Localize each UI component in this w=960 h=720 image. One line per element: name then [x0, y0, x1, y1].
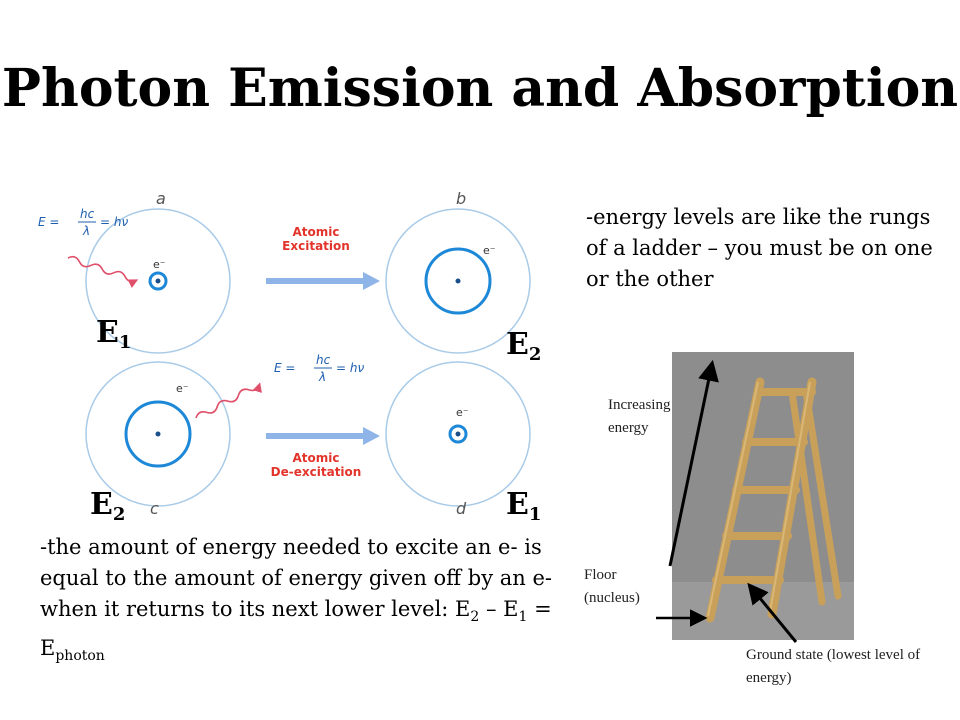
- electron-label: e⁻: [483, 244, 496, 257]
- electron-label: e⁻: [153, 258, 166, 271]
- nucleus: [155, 431, 161, 437]
- panel-d: d e⁻: [385, 361, 531, 518]
- photon-formula: E = hc λ = hν: [274, 353, 364, 384]
- excitation-line1: Atomic: [293, 225, 340, 239]
- nucleus: [155, 278, 161, 284]
- panel-c: c e⁻ E = hc λ = hν: [85, 353, 364, 518]
- formula-lhs: E =: [38, 215, 59, 229]
- electron-label: e⁻: [176, 382, 189, 395]
- nucleus: [455, 431, 461, 437]
- ladder-arrows: [656, 359, 798, 643]
- formula-rhs: = hν: [100, 215, 128, 229]
- ladder-highlights: [707, 381, 811, 617]
- panel-letter-b: b: [456, 189, 466, 208]
- atomic-transition-diagram: a e⁻ E = hc λ = hν Atomic Excitation b e…: [38, 189, 531, 518]
- panel-b: b e⁻: [385, 189, 531, 354]
- nucleus: [455, 278, 461, 284]
- formula-num: hc: [80, 207, 95, 221]
- electron-label: e⁻: [456, 406, 469, 419]
- panel-a: a e⁻ E = hc λ = hν: [38, 189, 231, 354]
- excitation-line2: Excitation: [282, 239, 350, 253]
- energy-label-bottom-left: E2: [90, 487, 126, 526]
- increasing-energy-arrow: [668, 359, 719, 567]
- deexcitation-arrow: Atomic De-excitation: [266, 427, 380, 479]
- formula-den: λ: [318, 370, 326, 384]
- formula-num: hc: [316, 353, 331, 367]
- increasing-energy-label: Increasing energy: [608, 397, 671, 436]
- energy-label-bottom-right: E1: [506, 487, 542, 526]
- panel-letter-c: c: [150, 499, 159, 518]
- floor-label: Floor (nucleus): [584, 567, 640, 606]
- energy-levels-note: -energy levels are like the rungs of a l…: [586, 205, 933, 291]
- formula-lhs: E =: [274, 361, 295, 375]
- inner-orbit: [424, 247, 492, 315]
- formula-den: λ: [82, 224, 90, 238]
- energy-equation-note: -the amount of energy needed to excite a…: [40, 535, 552, 665]
- photon-wave: [67, 255, 139, 289]
- deexcitation-line1: Atomic: [293, 451, 340, 465]
- ground-state-label: Ground state (lowest level of energy): [746, 647, 921, 686]
- formula-rhs: = hν: [336, 361, 364, 375]
- excitation-arrow: Atomic Excitation: [266, 225, 380, 290]
- outer-orbit: [385, 208, 531, 354]
- slide-title: Photon Emission and Absorption: [1, 58, 959, 119]
- outer-orbit: [85, 361, 231, 507]
- photon-wave: [195, 382, 262, 419]
- ground-state-arrow: [747, 582, 798, 643]
- energy-label-top-left: E1: [96, 315, 132, 354]
- deexcitation-line2: De-excitation: [271, 465, 362, 479]
- panel-letter-a: a: [156, 189, 166, 208]
- inner-orbit: [124, 400, 192, 468]
- energy-label-top-right: E2: [506, 327, 542, 366]
- outer-orbit: [85, 208, 231, 354]
- inner-orbit: [148, 271, 168, 291]
- photon-formula: E = hc λ = hν: [38, 207, 128, 238]
- panel-letter-d: d: [456, 499, 467, 518]
- outer-orbit: [385, 361, 531, 507]
- ladder-shape: [705, 377, 842, 623]
- inner-orbit: [448, 424, 468, 444]
